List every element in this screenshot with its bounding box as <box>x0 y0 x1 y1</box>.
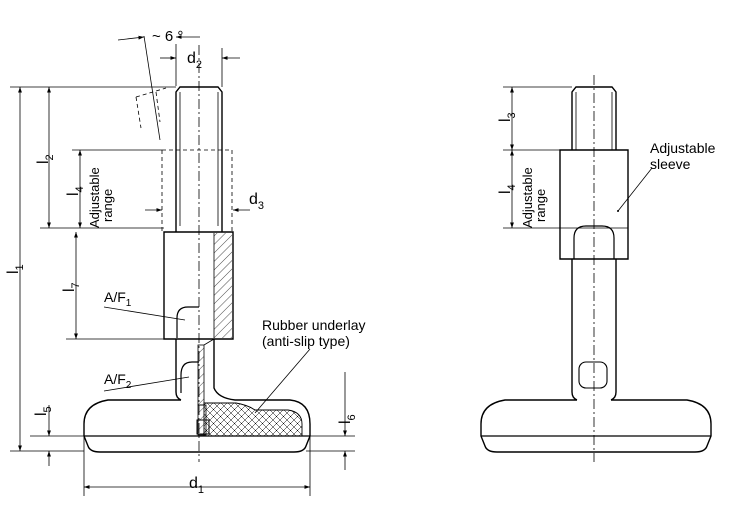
dim-l7 <box>66 232 164 340</box>
label-d2: d2 <box>187 50 202 71</box>
tilted-stem-outline <box>135 35 177 141</box>
label-rubber-1: Rubber underlay <box>262 317 366 333</box>
dim-l5 <box>30 405 84 466</box>
label-l3: l3 <box>497 112 518 122</box>
dim-d2 <box>160 48 240 87</box>
adjustable-range-ghost <box>161 149 233 232</box>
label-adjustable-range-right-1: Adjustable <box>520 167 535 228</box>
label-af2: A/F2 <box>104 371 132 391</box>
label-rubber-2: (anti-slip type) <box>262 333 350 349</box>
label-angle: ~ 6 ° <box>152 28 183 45</box>
threaded-stud <box>175 86 223 232</box>
label-l2: l2 <box>35 154 56 164</box>
label-d1: d1 <box>189 475 204 496</box>
dim-angle <box>117 35 200 41</box>
label-l6: l6 <box>337 414 358 424</box>
leader-af2 <box>103 376 190 392</box>
dim-d1 <box>83 436 311 496</box>
label-l7: l7 <box>61 282 82 292</box>
dim-l4-left <box>72 149 162 228</box>
dim-l4-right <box>503 150 560 229</box>
label-l5: l5 <box>33 406 54 416</box>
levelling-foot-base <box>83 339 311 453</box>
dim-l2 <box>40 87 164 229</box>
label-adjustable-range-left-2: range <box>100 189 115 222</box>
right-adjustable-sleeve <box>559 149 629 260</box>
label-af1: A/F1 <box>104 289 132 309</box>
adjustable-sleeve-section <box>163 231 234 340</box>
dim-l1 <box>10 86 176 452</box>
dim-l6 <box>306 372 355 470</box>
label-adjustable-range-right-2: range <box>533 189 548 222</box>
right-exterior-view <box>480 75 712 462</box>
neck-lower-hex <box>175 338 215 406</box>
label-sleeve-1: Adjustable <box>650 140 716 156</box>
label-l4-left: l4 <box>65 186 86 196</box>
leader-af1 <box>103 306 186 321</box>
label-sleeve-2: sleeve <box>650 156 691 172</box>
leader-sleeve <box>617 167 653 212</box>
left-sectional-view <box>10 35 355 496</box>
leader-rubber <box>254 348 311 414</box>
label-d3: d3 <box>249 191 264 212</box>
label-l1: l1 <box>5 264 26 274</box>
label-l4-right: l4 <box>497 184 518 194</box>
label-adjustable-range-left-1: Adjustable <box>87 167 102 228</box>
